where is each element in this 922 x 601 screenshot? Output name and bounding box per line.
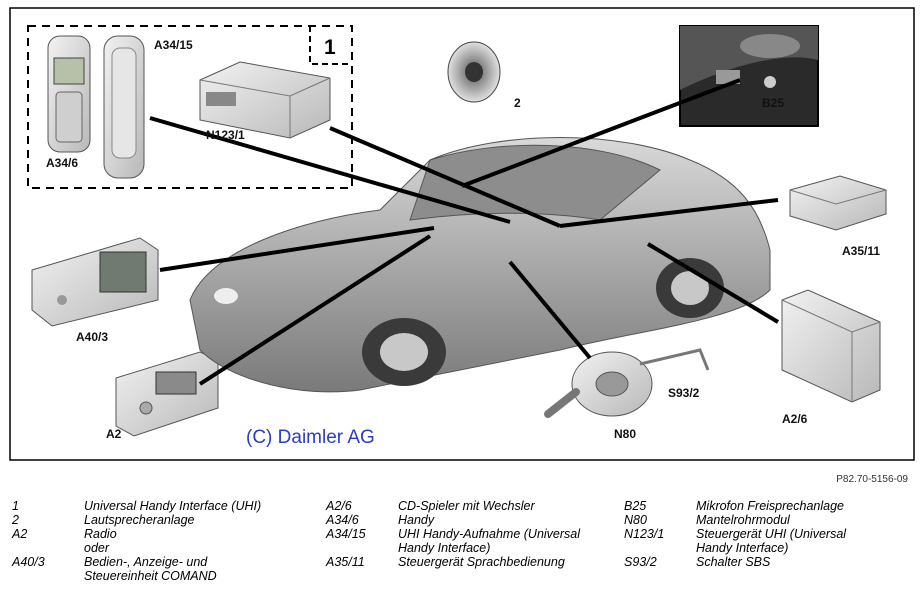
legend-code: A35/11 — [326, 555, 365, 569]
uhi-control-unit-illustration — [199, 61, 331, 139]
legend-code: 1 — [12, 499, 19, 513]
component-diagram: 1 A34/15 A34/6 N123/1 2 B25 A35/11 A40/3… — [9, 7, 915, 461]
legend-row: B25 Mikrofon Freisprechanlage — [624, 499, 914, 513]
label-n123-1: N123/1 — [206, 128, 245, 142]
legend-row: A2 Radio oder — [12, 527, 312, 555]
legend-row: 2 Lautsprecheranlage — [12, 513, 312, 527]
legend-code: A34/6 — [326, 513, 359, 527]
mobile-phone-illustration — [47, 35, 91, 153]
phone-cradle-illustration — [103, 35, 145, 179]
speaker-illustration — [447, 41, 501, 103]
comand-unit-illustration — [31, 237, 159, 327]
label-s93-2: S93/2 — [668, 386, 700, 400]
label-a34-6: A34/6 — [46, 156, 79, 170]
document-reference: P82.70-5156-09 — [836, 474, 908, 485]
legend-code: A40/3 — [12, 555, 45, 569]
legend-code: N123/1 — [624, 527, 665, 541]
legend-description: Steuergerät Sprachbedienung — [398, 555, 565, 569]
label-b25: B25 — [762, 96, 785, 110]
cd-changer-illustration — [781, 289, 881, 403]
legend-description: UHI Handy-Aufnahme (Universal Handy Inte… — [398, 527, 581, 555]
steering-column-module-illustration — [544, 348, 710, 418]
legend-row: A35/11 Steuergerät Sprachbedienung — [326, 555, 616, 569]
legend-row: A40/3 Bedien-, Anzeige- und Steuereinheit… — [12, 555, 312, 583]
copyright-notice: (C) Daimler AG — [246, 427, 375, 448]
diagram-artwork — [9, 7, 915, 461]
legend-description: CD-Spieler mit Wechsler — [398, 499, 535, 513]
legend-row: A34/6 Handy — [326, 513, 616, 527]
legend-row: S93/2 Schalter SBS — [624, 555, 914, 569]
label-a40-3: A40/3 — [76, 330, 109, 344]
label-a35-11: A35/11 — [842, 244, 881, 258]
legend-code: A34/15 — [326, 527, 366, 541]
legend-description: Schalter SBS — [696, 555, 771, 569]
legend-row: N80 Mantelrohrmodul — [624, 513, 914, 527]
legend-description: Lautsprecheranlage — [84, 513, 195, 527]
legend-code: S93/2 — [624, 555, 657, 569]
leader-lines — [149, 78, 780, 386]
uhi-group-number: 1 — [324, 36, 336, 59]
label-speaker: 2 — [514, 96, 521, 110]
legend-row: A2/6 CD-Spieler mit Wechsler — [326, 499, 616, 513]
legend-row: N123/1 Steuergerät UHI (Universal Handy I… — [624, 527, 914, 555]
label-a2-6: A2/6 — [782, 412, 808, 426]
legend-column-2: A2/6 CD-Spieler mit Wechsler A34/6 Handy A… — [326, 499, 616, 569]
legend-description: Mikrofon Freisprechanlage — [696, 499, 844, 513]
legend-code: A2/6 — [326, 499, 352, 513]
car-illustration — [189, 137, 771, 393]
legend-row: A34/15 UHI Handy-Aufnahme (Universal Hand… — [326, 527, 616, 555]
legend-description: Radio oder — [84, 527, 117, 555]
legend-column-3: B25 Mikrofon Freisprechanlage N80 Mantelro… — [624, 499, 914, 569]
label-n80: N80 — [614, 427, 637, 441]
legend-description: Handy — [398, 513, 435, 527]
legend-description: Bedien-, Anzeige- und Steuereinheit COMA… — [84, 555, 217, 583]
legend-code: B25 — [624, 499, 647, 513]
legend-code: N80 — [624, 513, 647, 527]
legend-row: 1 Universal Handy Interface (UHI) — [12, 499, 312, 513]
legend-description: Mantelrohrmodul — [696, 513, 790, 527]
uhi-group-box — [27, 25, 353, 189]
legend-code: 2 — [12, 513, 19, 527]
legend-code: A2 — [12, 527, 28, 541]
radio-illustration — [115, 351, 219, 437]
voice-control-unit-illustration — [789, 175, 887, 231]
label-a2: A2 — [106, 427, 122, 441]
legend-description: Universal Handy Interface (UHI) — [84, 499, 262, 513]
legend-description: Steuergerät UHI (Universal Handy Interfa… — [696, 527, 847, 555]
label-a34-15: A34/15 — [154, 38, 193, 52]
legend-column-1: 1 Universal Handy Interface (UHI) 2 Lautsp… — [12, 499, 312, 583]
uhi-callout-box — [309, 26, 352, 65]
microphone-inset-photo — [679, 25, 819, 127]
